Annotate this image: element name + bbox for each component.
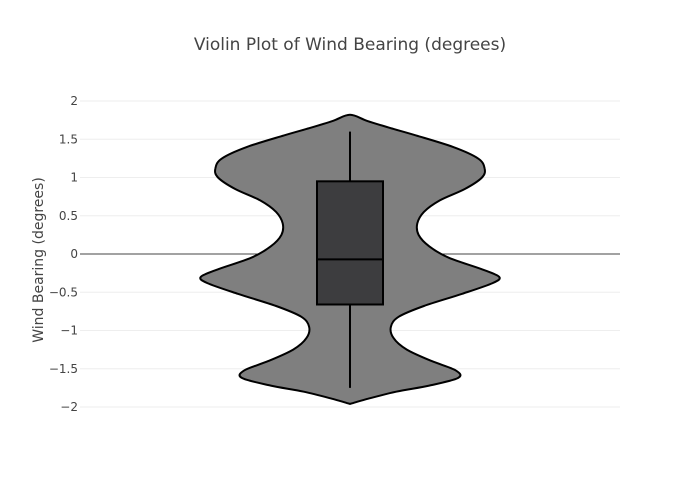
chart-title: Violin Plot of Wind Bearing (degrees) [194,35,506,55]
y-axis-title: Wind Bearing (degrees) [31,177,47,343]
y-tick-label: 1 [70,171,78,185]
y-tick-label: 0.5 [59,209,78,223]
y-tick-label: −0.5 [49,285,78,299]
y-tick-label: −1 [60,324,78,338]
y-tick-label: −2 [60,400,78,414]
y-axis-ticks: 2 1.5 1 0.5 0 −0.5 −1 −1.5 −2 [49,94,78,414]
y-tick-label: 0 [70,247,78,261]
y-tick-label: 2 [70,94,78,108]
box-iqr [316,180,384,306]
y-tick-label: 1.5 [59,132,78,146]
y-tick-label: −1.5 [49,362,78,376]
plot-area [199,113,501,405]
